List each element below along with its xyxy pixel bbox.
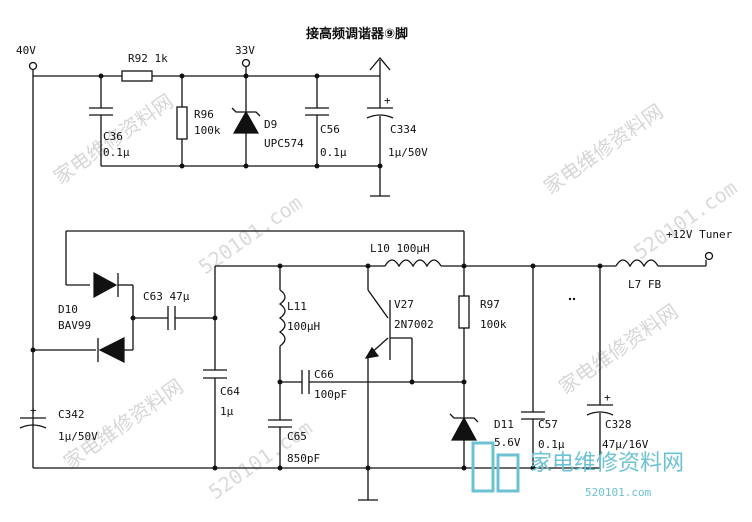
- value-c334: 1μ/50V: [388, 146, 428, 159]
- value-l11: 100μH: [287, 320, 320, 333]
- label-c342: C342: [58, 408, 85, 421]
- value-v27: 2N7002: [394, 318, 434, 331]
- label-c63: C63 47μ: [143, 290, 190, 303]
- label-c56: C56: [320, 123, 340, 136]
- watermark-text: 家电维修资料网: [539, 99, 667, 199]
- site-logo: 家电维修资料网 520101.com: [471, 441, 684, 499]
- diode-d10-a: [93, 271, 118, 299]
- plus-sign: +: [30, 404, 37, 417]
- value-d11: 5.6V: [494, 436, 521, 449]
- watermark-text: 家电维修资料网: [554, 299, 682, 399]
- label-c66: C66: [314, 368, 334, 381]
- label-c57: C57: [538, 418, 558, 431]
- value-r96: 100k: [194, 124, 221, 137]
- label-c65: C65: [287, 430, 307, 443]
- logo-mark-icon: [471, 441, 495, 493]
- resistor-r92: [121, 70, 153, 82]
- terminal-tuner: [704, 251, 714, 261]
- label-d10: D10: [58, 303, 78, 316]
- value-c57: 0.1μ: [538, 438, 565, 451]
- label-d11: D11: [494, 418, 514, 431]
- resistor-r97: [458, 295, 470, 329]
- logo-url: 520101.com: [585, 486, 652, 499]
- label-40v: 40V: [16, 44, 36, 57]
- value-c56: 0.1μ: [320, 146, 347, 159]
- label-v27: V27: [394, 298, 414, 311]
- label-c64: C64: [220, 385, 240, 398]
- plus-sign: +: [604, 391, 611, 404]
- logo-text: 家电维修资料网: [530, 451, 684, 476]
- value-r97: 100k: [480, 318, 507, 331]
- label-l10: L10 100μH: [370, 242, 430, 255]
- label-c328: C328: [605, 418, 632, 431]
- zener-diode-d9: [232, 110, 260, 134]
- transistor-v27: [367, 289, 389, 319]
- inductor-l7: [615, 259, 659, 268]
- label-c334: C334: [390, 123, 417, 136]
- label-tuner: +12V Tuner: [666, 228, 733, 241]
- terminal-40v: [28, 61, 38, 71]
- value-c64: 1μ: [220, 405, 234, 418]
- label-r92: R92 1k: [128, 52, 168, 65]
- zener-diode-d11: [450, 416, 478, 441]
- resistor-r96: [176, 106, 188, 140]
- watermark-text: 520101.com: [629, 175, 741, 264]
- inductor-l10: [384, 259, 442, 268]
- diagram-title: 接高频调谐器⑨脚: [306, 26, 408, 42]
- label-r97: R97: [480, 298, 500, 311]
- label-l11: L11: [287, 300, 307, 313]
- top-section: 40V R92 1k C36 0.1μ R96 100k 33V D9 UPC: [16, 44, 428, 468]
- label-l7: L7 FB: [628, 278, 661, 291]
- value-d10: BAV99: [58, 319, 91, 332]
- watermark-text: 家电维修资料网: [59, 374, 187, 474]
- value-c36: 0.1μ: [103, 146, 130, 159]
- value-d9: UPC574: [264, 137, 304, 150]
- label-c36: C36: [103, 130, 123, 143]
- diode-d10-b: [98, 337, 125, 363]
- inductor-l11: [278, 289, 286, 347]
- label-33v: 33V: [235, 44, 255, 57]
- value-c328: 47μ/16V: [602, 438, 649, 451]
- label-r96: R96: [194, 108, 214, 121]
- value-c65: 850pF: [287, 452, 320, 465]
- label-d9: D9: [264, 118, 277, 131]
- plus-sign: +: [384, 94, 391, 107]
- value-c66: 100pF: [314, 388, 347, 401]
- bottom-section: D10 BAV99 C63 47μ + C342 1μ/50V C64 1μ L…: [19, 228, 733, 501]
- value-c342: 1μ/50V: [58, 430, 98, 443]
- terminal-33v: [241, 58, 251, 68]
- output-arrow-icon: [369, 56, 391, 71]
